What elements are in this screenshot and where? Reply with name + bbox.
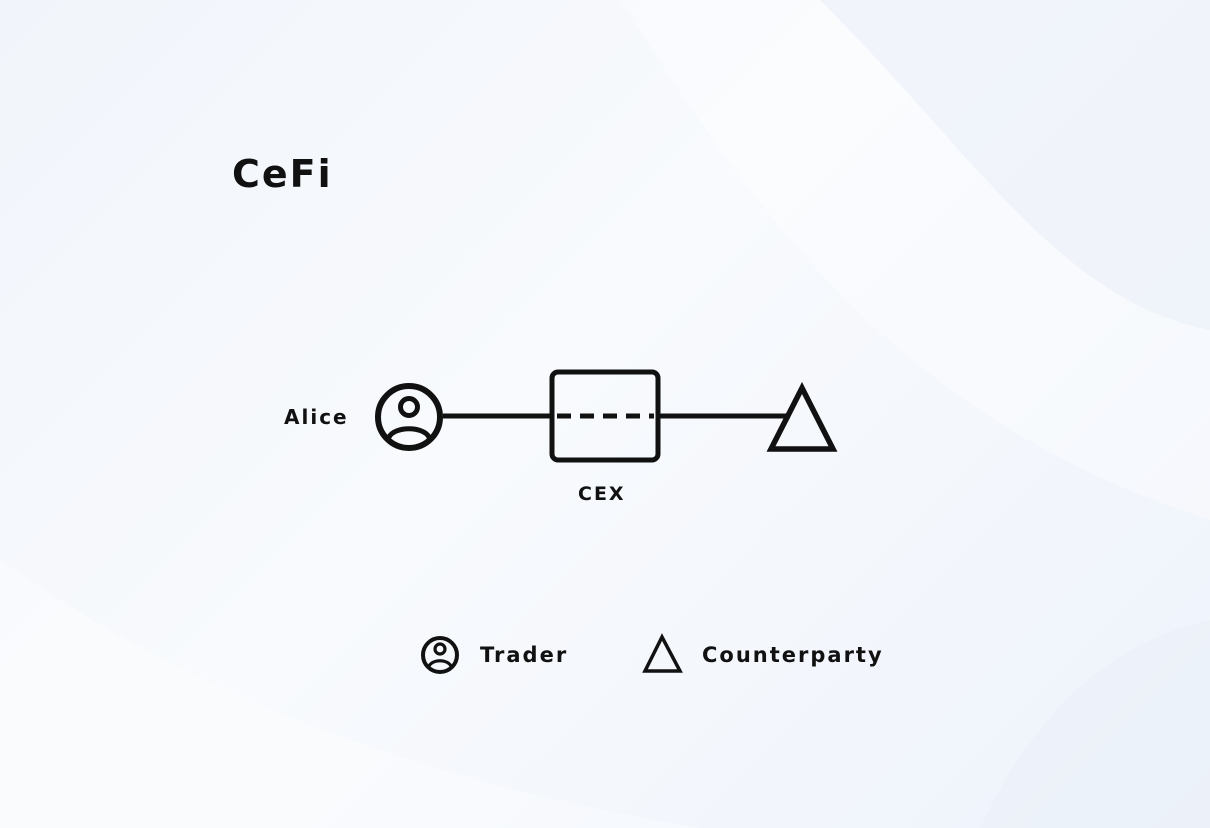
legend-user-circle-icon [421,636,459,674]
legend-triangle-icon [642,633,683,673]
trader-node-user-circle-icon [375,383,443,451]
legend-counterparty-label: Counterparty [702,643,884,667]
exchange-node-label: CEX [578,483,626,505]
legend-trader-label: Trader [480,643,569,667]
exchange-node-box-icon [549,369,661,463]
trader-node-label: Alice [284,405,349,429]
page-title: CeFi [232,152,333,196]
counterparty-node-triangle-icon [766,381,838,452]
